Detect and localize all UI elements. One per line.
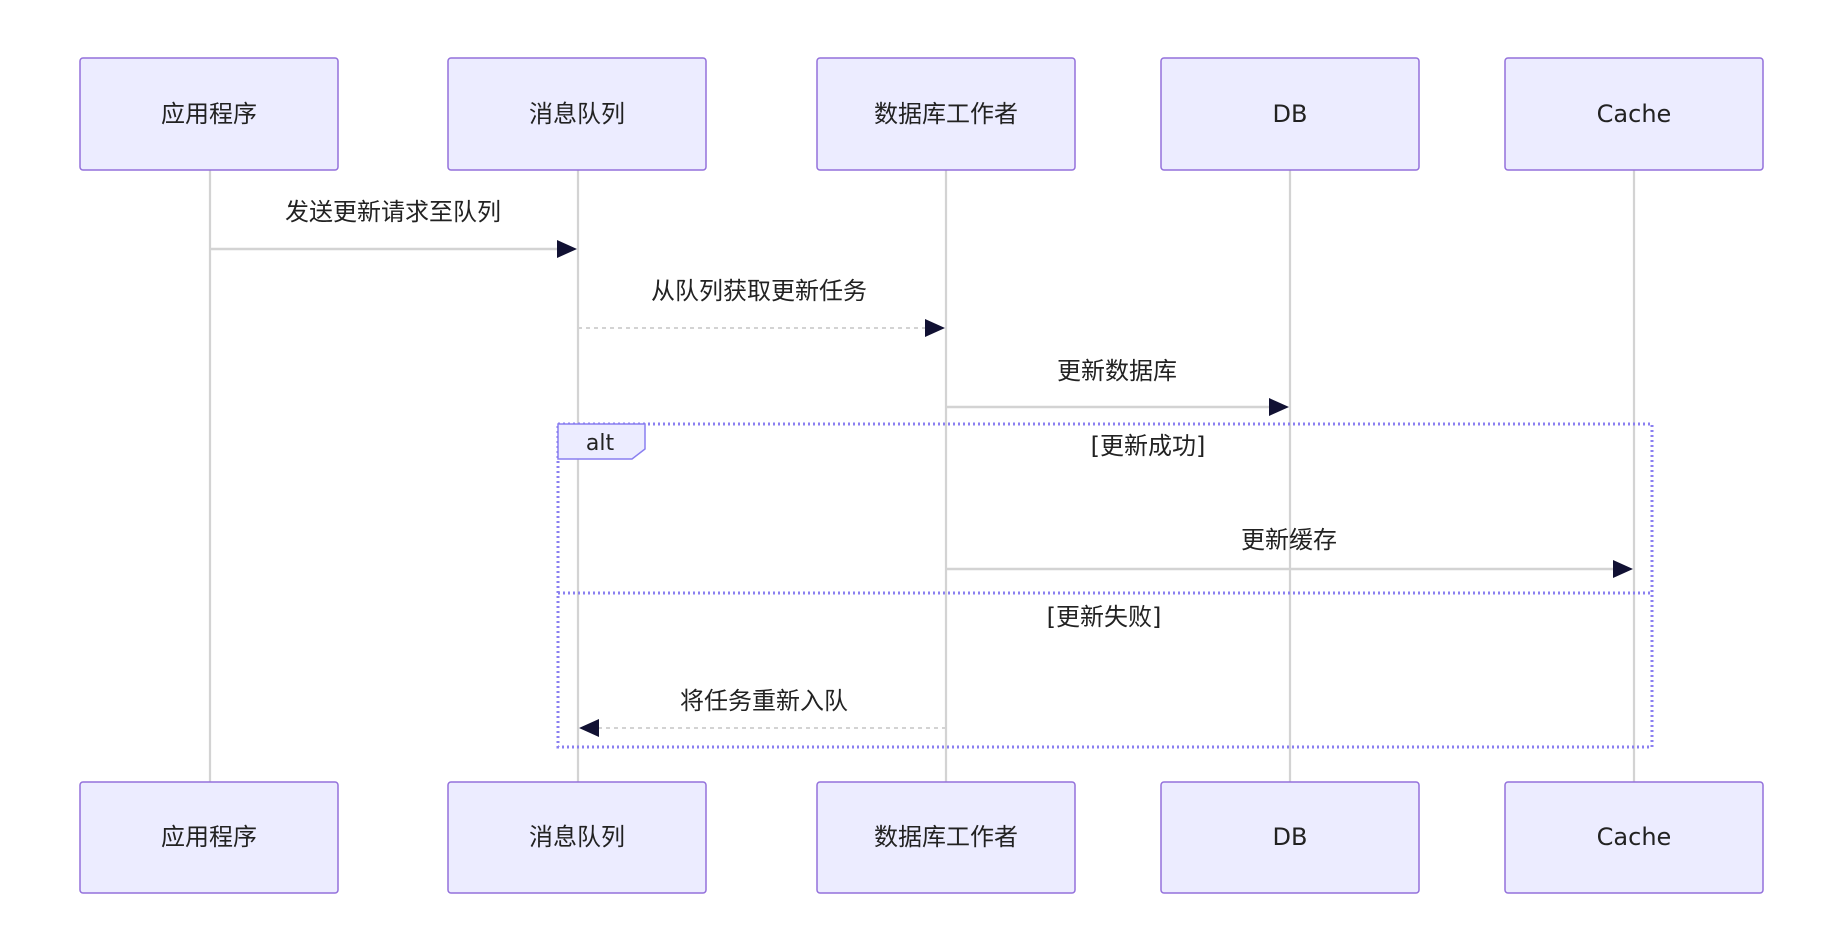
actor-label: 消息队列: [529, 100, 625, 128]
actor-top-db: DB: [1160, 57, 1420, 171]
actor-label: 数据库工作者: [874, 100, 1018, 128]
actor-label: DB: [1273, 823, 1308, 851]
arrowhead-icon: [925, 319, 945, 337]
arrowhead-icon: [579, 719, 599, 737]
actor-top-app: 应用程序: [79, 57, 339, 171]
arrowhead-icon: [1613, 560, 1633, 578]
message-fetch-task: 从队列获取更新任务: [578, 277, 945, 337]
message-update-db: 更新数据库: [946, 357, 1289, 416]
actor-label: 消息队列: [529, 823, 625, 851]
alt-fragment: alt [更新成功] [更新失败]: [556, 422, 1654, 749]
arrowhead-icon: [1269, 398, 1289, 416]
message-label: 发送更新请求至队列: [285, 198, 501, 226]
alt-label: alt: [586, 431, 615, 456]
actor-bottom-worker: 数据库工作者: [816, 781, 1076, 894]
actor-top-worker: 数据库工作者: [816, 57, 1076, 171]
actor-label: 应用程序: [161, 823, 257, 851]
actor-top-mq: 消息队列: [447, 57, 707, 171]
message-label: 将任务重新入队: [680, 687, 848, 715]
actor-label: 应用程序: [161, 100, 257, 128]
message-send-update: 发送更新请求至队列: [210, 198, 577, 258]
message-requeue-task: 将任务重新入队: [579, 687, 946, 737]
actor-top-cache: Cache: [1504, 57, 1764, 171]
alt-condition-success: [更新成功]: [1091, 432, 1206, 460]
actor-bottom-app: 应用程序: [79, 781, 339, 894]
arrowhead-icon: [557, 240, 577, 258]
message-update-cache: 更新缓存: [946, 526, 1633, 578]
message-label: 更新缓存: [1241, 526, 1337, 554]
actor-label: Cache: [1597, 823, 1672, 851]
actor-label: Cache: [1597, 100, 1672, 128]
actor-bottom-db: DB: [1160, 781, 1420, 894]
actor-bottom-cache: Cache: [1504, 781, 1764, 894]
actor-label: DB: [1273, 100, 1308, 128]
actor-bottom-mq: 消息队列: [447, 781, 707, 894]
message-label: 从队列获取更新任务: [651, 277, 867, 305]
actor-label: 数据库工作者: [874, 823, 1018, 851]
alt-condition-failure: [更新失败]: [1047, 603, 1162, 631]
message-label: 更新数据库: [1057, 357, 1177, 385]
alt-tab: [557, 423, 646, 460]
